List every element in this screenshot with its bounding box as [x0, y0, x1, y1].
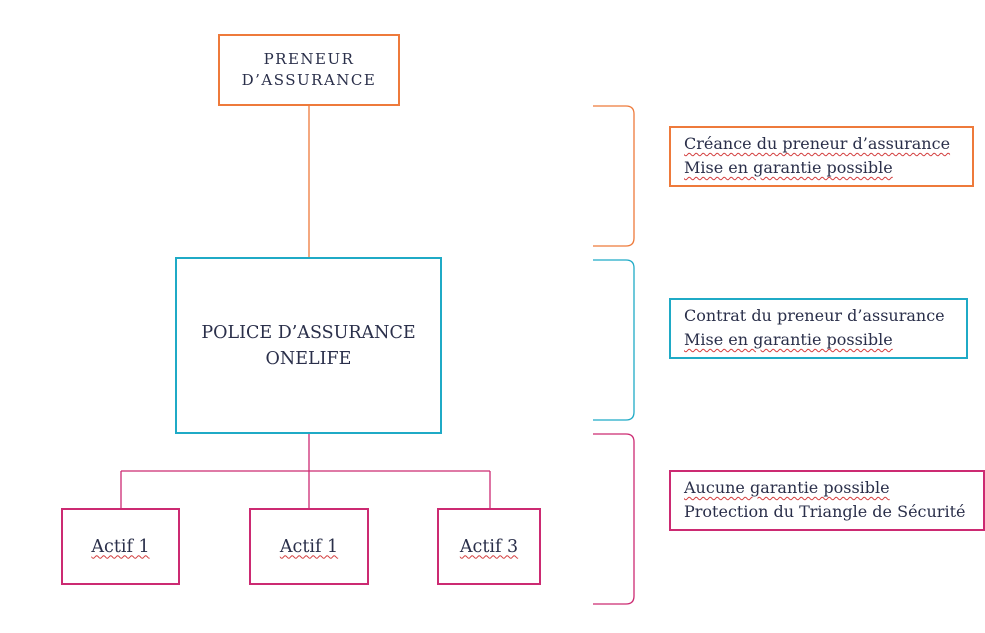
preneur-assurance-box: PRENEUR D’ASSURANCE: [218, 34, 400, 106]
note-1-line1: Créance du preneur d’assurance: [684, 134, 951, 153]
note-contrat: Contrat du preneur d’assurance Mise en g…: [669, 298, 968, 359]
police-assurance-box: POLICE D’ASSURANCE ONELIFE: [175, 257, 442, 434]
bracket-blue: [593, 259, 635, 421]
note-2-line2: Mise en garantie possible: [684, 330, 893, 349]
note-3-line2: Protection du Triangle de Sécurité: [684, 502, 966, 521]
note-3-line1: Aucune garantie possible: [684, 478, 890, 497]
bracket-orange: [593, 105, 635, 247]
actif-box-1: Actif 1: [61, 508, 180, 585]
actif-box-3: Actif 3: [437, 508, 541, 585]
actif-label-3: Actif 3: [459, 536, 519, 557]
actif-box-2: Actif 1: [249, 508, 369, 585]
actif-label-1: Actif 1: [91, 536, 150, 557]
preneur-line2: D’ASSURANCE: [241, 71, 377, 89]
police-line2: ONELIFE: [265, 348, 352, 369]
note-2-line1: Contrat du preneur d’assurance: [684, 306, 945, 325]
actif-label-2: Actif 1: [279, 536, 339, 557]
note-aucune-garantie: Aucune garantie possible Protection du T…: [669, 470, 985, 531]
bracket-magenta: [593, 433, 635, 605]
connector-police-actifs: [120, 434, 491, 508]
preneur-line1: PRENEUR: [263, 50, 355, 68]
note-creance: Créance du preneur d’assurance Mise en g…: [669, 126, 974, 187]
police-line1: POLICE D’ASSURANCE: [201, 322, 416, 343]
note-1-line2: Mise en garantie possible: [684, 158, 893, 177]
